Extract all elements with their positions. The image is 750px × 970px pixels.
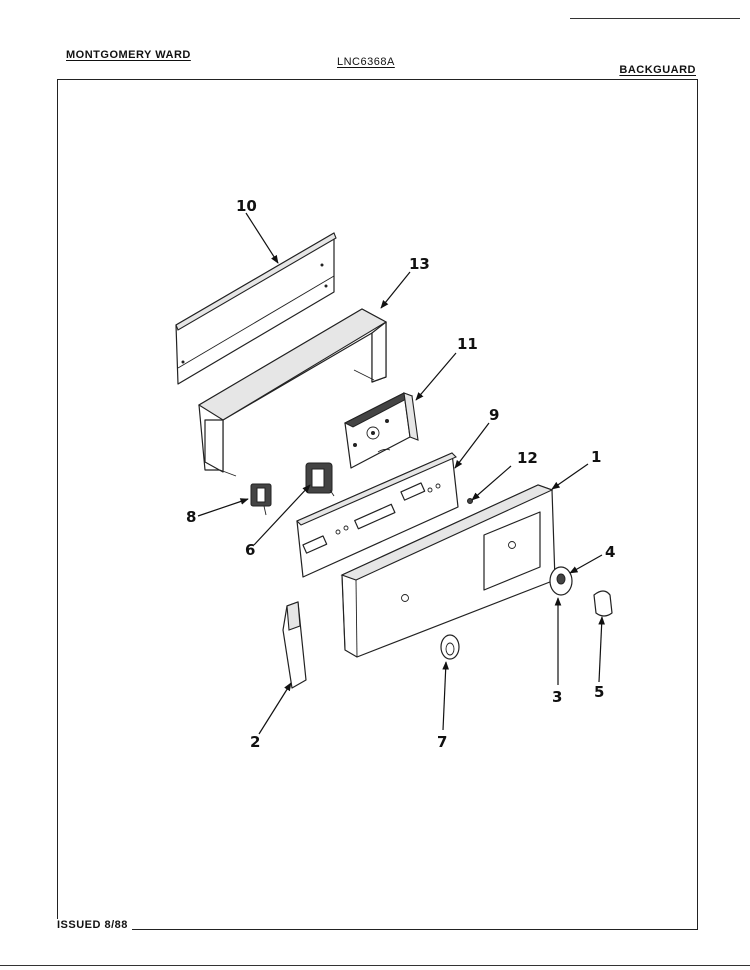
- leader-8: [197, 498, 249, 517]
- callout-9: 9: [489, 406, 499, 424]
- issued-date: ISSUED 8/88: [57, 919, 132, 931]
- callout-8: 8: [186, 508, 196, 526]
- callout-13: 13: [409, 255, 430, 273]
- leader-7: [442, 661, 450, 731]
- leader-6: [253, 484, 311, 546]
- part-12-screw[interactable]: [467, 498, 473, 504]
- callout-10: 10: [236, 197, 257, 215]
- callout-4: 4: [605, 543, 615, 561]
- leader-9: [454, 422, 490, 469]
- callout-3: 3: [552, 688, 562, 706]
- model-number: LNC6368A: [337, 56, 395, 68]
- leader-5: [598, 616, 606, 683]
- part-9-control-plate[interactable]: [296, 452, 459, 578]
- callout-2: 2: [250, 733, 260, 751]
- leader-13: [380, 271, 411, 309]
- bottom-rule: [0, 965, 750, 966]
- leader-10: [245, 212, 279, 264]
- callout-11: 11: [457, 335, 478, 353]
- brand-label: MONTGOMERY WARD: [66, 49, 191, 61]
- part-2-end-cap[interactable]: [282, 601, 307, 689]
- part-6-rotary-switch[interactable]: [305, 462, 335, 497]
- part-11-timer[interactable]: [343, 392, 419, 469]
- callout-6: 6: [245, 541, 255, 559]
- section-title: BACKGUARD: [619, 64, 696, 76]
- callout-7: 7: [437, 733, 447, 751]
- part-7-knob[interactable]: [440, 634, 460, 660]
- leader-4: [569, 554, 603, 574]
- top-rule: [570, 18, 740, 19]
- leader-1: [551, 463, 589, 490]
- part-13-bracket[interactable]: [197, 308, 388, 477]
- callout-12: 12: [517, 449, 538, 467]
- leader-11: [415, 352, 457, 401]
- leader-12: [471, 465, 512, 501]
- part-4-knob-skirt[interactable]: [549, 566, 573, 596]
- part-10-back-cover[interactable]: [175, 232, 337, 385]
- part-8-switch[interactable]: [250, 483, 272, 516]
- leader-2: [258, 682, 292, 735]
- part-5-knob[interactable]: [593, 590, 613, 617]
- diagram-frame: [57, 79, 698, 930]
- callout-5: 5: [594, 683, 604, 701]
- callout-1: 1: [591, 448, 601, 466]
